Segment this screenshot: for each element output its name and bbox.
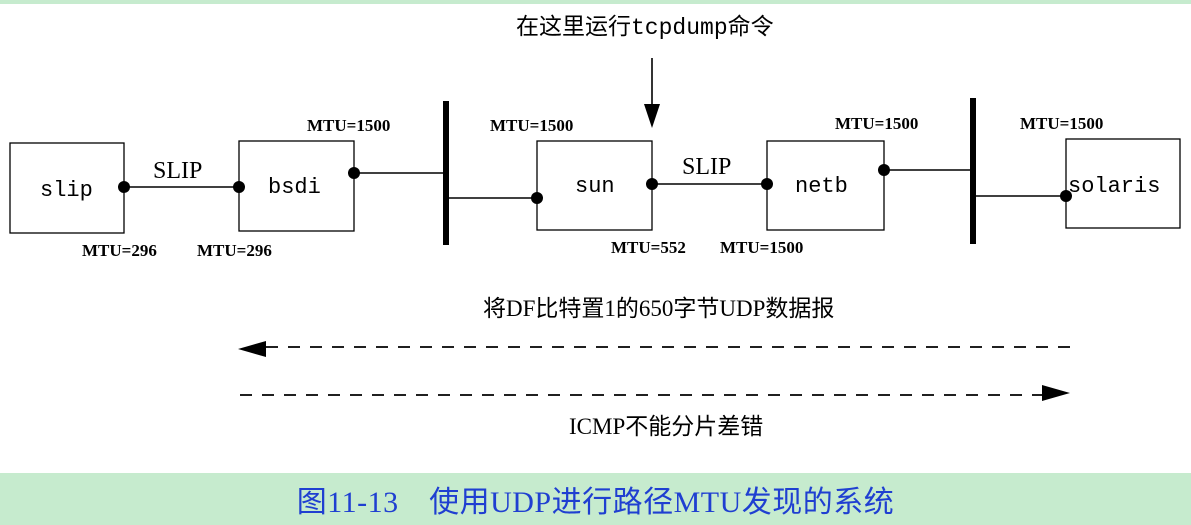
netb-slip-iface-dot: [761, 178, 773, 190]
top-border: [0, 0, 1191, 4]
icmp-flow-arrowhead: [1042, 385, 1070, 401]
bsdi-slip-iface-dot: [233, 181, 245, 193]
network-diagram: 在这里运行tcpdump命令 slip bsdi sun netb solari…: [9, 14, 1181, 439]
mtu-netb-slip: MTU=1500: [720, 238, 803, 257]
figure-caption: 图11-13 使用UDP进行路径MTU发现的系统: [296, 486, 895, 519]
host-sun-label: sun: [575, 174, 615, 199]
mtu-bsdi-ether: MTU=1500: [307, 116, 390, 135]
host-slip-box: [9, 142, 125, 234]
bsdi-ether-iface-dot: [348, 167, 360, 179]
host-bsdi-label: bsdi: [268, 175, 321, 200]
slip-link-1-label: SLIP: [153, 158, 202, 184]
slip-link-2-label: SLIP: [682, 154, 731, 180]
host-solaris-label: solaris: [1068, 174, 1160, 199]
figure-caption-bar: 图11-13 使用UDP进行路径MTU发现的系统: [0, 473, 1191, 525]
slip-iface-dot: [118, 181, 130, 193]
sun-ether-iface-dot: [531, 192, 543, 204]
tcpdump-annotation: 在这里运行tcpdump命令: [516, 14, 774, 41]
solaris-ether-iface-dot: [1060, 190, 1072, 202]
icmp-flow-label: ICMP不能分片差错: [569, 414, 763, 439]
netb-ether-iface-dot: [878, 164, 890, 176]
host-solaris-box: [1065, 138, 1181, 229]
host-slip-label: slip: [40, 178, 93, 203]
mtu-sun-slip: MTU=552: [611, 238, 686, 257]
mtu-solaris: MTU=1500: [1020, 114, 1103, 133]
sun-slip-iface-dot: [646, 178, 658, 190]
datagram-flow-arrowhead: [238, 341, 266, 357]
host-bsdi-box: [238, 140, 355, 232]
host-netb-label: netb: [795, 174, 848, 199]
mtu-slip: MTU=296: [82, 241, 157, 260]
datagram-flow-label: 将DF比特置1的650字节UDP数据报: [483, 296, 834, 321]
mtu-sun-ether: MTU=1500: [490, 116, 573, 135]
annotation-arrow-head: [644, 104, 660, 128]
mtu-netb-ether: MTU=1500: [835, 114, 918, 133]
mtu-bsdi-slip: MTU=296: [197, 241, 272, 260]
